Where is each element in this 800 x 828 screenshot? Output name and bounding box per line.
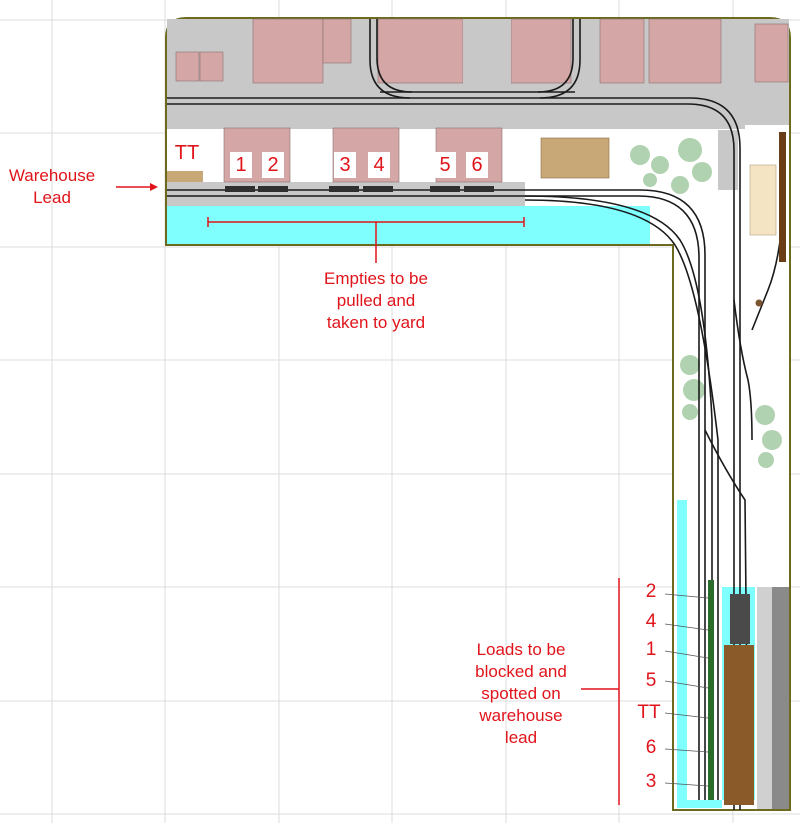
tracks (167, 19, 784, 810)
leader-lines (116, 186, 620, 805)
spot-box-5 (434, 152, 456, 178)
spot-box-6 (466, 152, 488, 178)
dirt-lot (540, 137, 610, 179)
tt-label-box (170, 140, 204, 166)
block-order-7: 3 (645, 771, 657, 792)
loads-line-3: spotted on (481, 684, 561, 703)
warehouse-lead-line-2: Lead (33, 188, 71, 207)
loads-label: Loads to be blocked and spotted on wareh… (466, 639, 576, 749)
bottom-platform-dark (772, 587, 789, 809)
warehouse-lead-label: Warehouse Lead (0, 165, 104, 209)
lead-arrowhead (150, 183, 158, 191)
rolling-stock (225, 132, 786, 805)
block-order-6: 6 (645, 737, 657, 758)
trees (630, 138, 782, 468)
spot-box-2 (262, 152, 284, 178)
loads-line-4: warehouse (479, 706, 563, 725)
block-order-1: 2 (645, 581, 657, 602)
empties-line-2: pulled and (336, 291, 416, 310)
loads-line-2: blocked and (475, 662, 567, 681)
gap-between-buildings (463, 19, 511, 83)
block-order-5: TT (637, 702, 661, 723)
side-pavement (718, 130, 738, 190)
spot-box-3 (334, 152, 356, 178)
warehouse-platform (167, 182, 525, 206)
empties-line-3: taken to yard (326, 313, 426, 332)
tt-label-top: TT (174, 142, 200, 164)
spot-number-1: 1 (235, 154, 247, 176)
loads-line-5: lead (504, 728, 538, 747)
spot-number-2: 2 (267, 154, 279, 176)
empties-line-1: Empties to be (324, 269, 428, 288)
loads-line-1: Loads to be (476, 640, 566, 659)
block-order-3: 1 (645, 639, 657, 660)
spot-box-4 (368, 152, 390, 178)
warehouse-lead-line-1: Warehouse (8, 166, 96, 185)
empties-label: Empties to be pulled and taken to yard (316, 268, 436, 334)
block-order-2: 4 (645, 611, 657, 632)
spot-box-1 (230, 152, 252, 178)
block-order-4: 5 (645, 670, 657, 691)
spot-number-3: 3 (339, 154, 351, 176)
water-top (167, 206, 650, 244)
spot-number-4: 4 (373, 154, 385, 176)
loading-dock (749, 164, 777, 236)
tt-pad (167, 171, 203, 182)
spot-number-5: 5 (439, 154, 451, 176)
spot-number-6: 6 (471, 154, 483, 176)
callout-lines (664, 593, 709, 787)
